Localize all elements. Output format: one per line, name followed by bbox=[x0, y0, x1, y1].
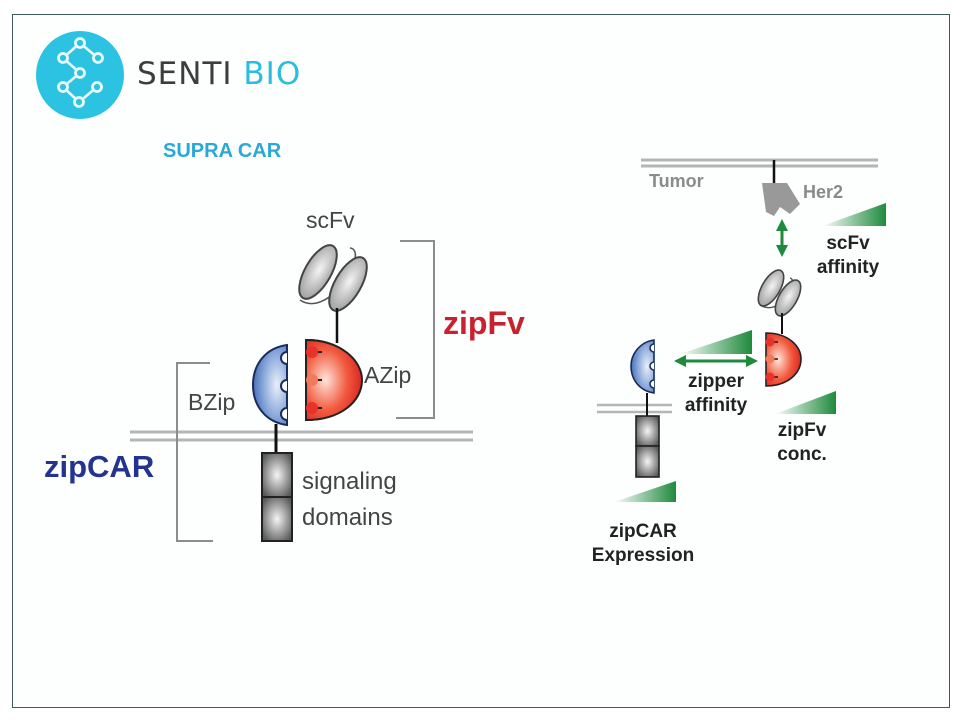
bzip-domain-right bbox=[630, 339, 655, 394]
cell-membrane-left bbox=[130, 430, 473, 442]
scfv-affinity-line2: affinity bbox=[816, 257, 880, 278]
brand-name: SENTI BIO bbox=[137, 56, 301, 92]
zipfv-label: zipFv bbox=[443, 305, 525, 341]
scfv-label-left: scFv bbox=[306, 207, 355, 233]
zipper-affinity-line1: zipper bbox=[688, 371, 744, 392]
zipper-affinity-gradient bbox=[680, 330, 752, 354]
scfv-affinity-gradient bbox=[822, 203, 886, 226]
signaling-label-line2: domains bbox=[302, 504, 393, 531]
zipcar-label: zipCAR bbox=[44, 449, 155, 484]
tumor-membrane bbox=[641, 158, 878, 168]
azip-domain-left bbox=[305, 338, 364, 422]
zipcar-expression-label: zipCAR Expression bbox=[580, 520, 706, 568]
zipcar-bracket bbox=[176, 362, 213, 542]
brand-primary: SENTI bbox=[137, 56, 233, 92]
scfv-right bbox=[757, 269, 802, 317]
tumor-label: Tumor bbox=[649, 171, 704, 191]
signaling-label-line1: signaling bbox=[302, 468, 397, 495]
bzip-domain-left bbox=[251, 343, 288, 427]
cell-membrane-right bbox=[597, 403, 672, 414]
page-subtitle: SUPRA CAR bbox=[163, 140, 282, 162]
her2-label: Her2 bbox=[803, 182, 844, 202]
azip-domain-right bbox=[765, 332, 802, 387]
signaling-domains-left bbox=[261, 452, 293, 542]
senti-bio-logo-icon bbox=[36, 31, 124, 119]
signaling-domains-right bbox=[635, 415, 660, 478]
azip-label: AZip bbox=[364, 362, 412, 388]
zipfv-bracket bbox=[396, 240, 435, 419]
her2-receptor bbox=[762, 183, 800, 216]
zipcar-expression-line1: zipCAR bbox=[609, 521, 677, 542]
zipfv-conc-line1: zipFv bbox=[777, 420, 827, 441]
zipcar-expression-line2: Expression bbox=[591, 545, 695, 566]
scfv-left bbox=[298, 244, 368, 312]
zipfv-conc-label: zipFv conc. bbox=[766, 419, 838, 467]
scfv-affinity-line1: scFv bbox=[826, 233, 870, 254]
brand-secondary: BIO bbox=[243, 56, 302, 92]
bzip-label: BZip bbox=[188, 389, 236, 415]
zipper-affinity-line2: affinity bbox=[684, 395, 748, 416]
zipcar-expression-gradient bbox=[614, 481, 676, 502]
zipfv-conc-gradient bbox=[775, 391, 836, 414]
signaling-domains-label: signaling domains bbox=[302, 464, 397, 536]
zipfv-conc-line2: conc. bbox=[777, 444, 827, 465]
zipper-affinity-label: zipper affinity bbox=[676, 370, 756, 418]
scfv-affinity-label: scFv affinity bbox=[812, 232, 884, 280]
